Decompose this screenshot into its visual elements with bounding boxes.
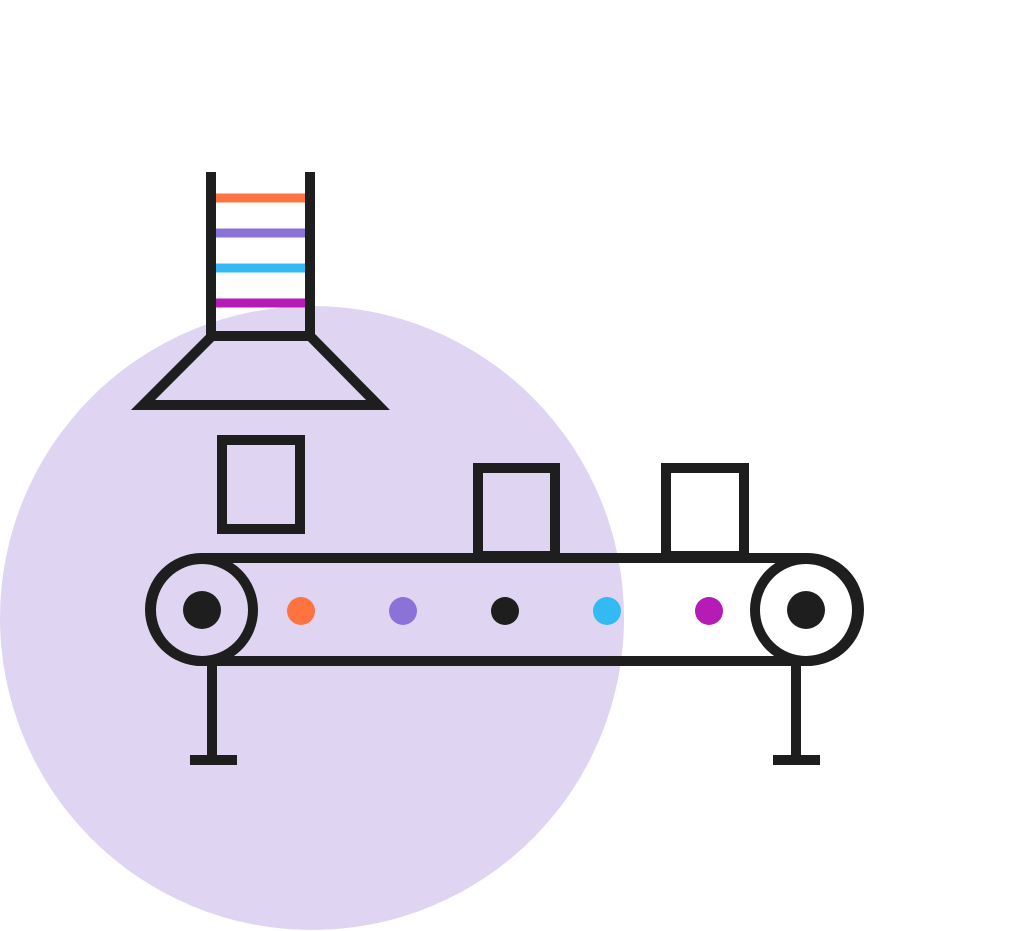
right-roller-hub — [787, 591, 825, 629]
belt-box-2 — [661, 463, 749, 561]
left-roller-hub — [183, 591, 221, 629]
left-roller-ring — [146, 554, 258, 666]
belt-dot-magenta — [695, 597, 723, 625]
belt-dot-purple — [389, 597, 417, 625]
belt-dot-orange — [287, 597, 315, 625]
hopper-funnel — [130, 331, 390, 410]
belt-dot-blue — [593, 597, 621, 625]
belt-dot-black — [491, 597, 519, 625]
falling-box — [217, 435, 305, 534]
right-roller-ring — [750, 554, 862, 666]
right-roller — [750, 554, 862, 666]
left-roller — [146, 554, 258, 666]
conveyor-legs — [190, 660, 820, 765]
hopper — [130, 172, 390, 410]
belt-dots — [287, 597, 723, 625]
